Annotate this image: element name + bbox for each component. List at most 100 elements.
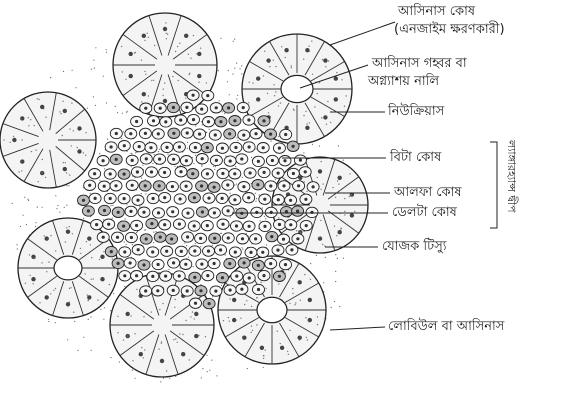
beta-cell-nucleus — [213, 211, 216, 214]
stipple-dot — [28, 200, 29, 201]
beta-cell-nucleus — [142, 211, 145, 214]
zymogen-granule — [147, 33, 148, 34]
zymogen-granule — [109, 284, 110, 285]
acinar-cell-nucleus — [318, 169, 322, 173]
stipple-dot — [103, 219, 104, 220]
acinar-cell-nucleus — [77, 126, 81, 130]
zymogen-granule — [277, 331, 278, 332]
zymogen-granule — [162, 95, 163, 96]
stipple-dot — [125, 218, 126, 219]
label-connective-tissue: যোজক টিস্যু — [382, 239, 447, 254]
zymogen-granule — [330, 122, 331, 123]
beta-cell-nucleus — [194, 302, 197, 305]
zymogen-granule — [66, 172, 67, 173]
stipple-dot — [24, 197, 25, 198]
zymogen-granule — [117, 316, 118, 317]
zymogen-granule — [280, 102, 281, 103]
beta-cell-nucleus — [284, 263, 287, 266]
zymogen-granule — [349, 173, 350, 174]
zymogen-granule — [69, 226, 70, 227]
beta-cell-nucleus — [304, 170, 307, 173]
alpha-cell-nucleus — [206, 146, 209, 149]
zymogen-granule — [250, 332, 251, 333]
zymogen-granule — [289, 303, 290, 304]
zymogen-granule — [351, 194, 352, 195]
stipple-dot — [339, 306, 340, 307]
zymogen-granule — [309, 51, 310, 52]
beta-cell-nucleus — [131, 184, 134, 187]
stipple-dot — [103, 319, 104, 320]
acinus — [0, 92, 96, 188]
beta-cell-nucleus — [249, 251, 252, 254]
zymogen-granule — [303, 115, 304, 116]
label-centroacinar: নিউক্রিয়াস — [388, 104, 444, 119]
zymogen-granule — [62, 101, 63, 102]
beta-cell-nucleus — [241, 237, 244, 240]
zymogen-granule — [173, 339, 174, 340]
stipple-dot — [83, 218, 84, 219]
zymogen-granule — [295, 302, 296, 303]
zymogen-granule — [122, 71, 123, 72]
zymogen-granule — [99, 259, 100, 260]
beta-cell-nucleus — [179, 170, 182, 173]
zymogen-granule — [251, 326, 252, 327]
zymogen-granule — [148, 95, 149, 96]
stipple-dot — [99, 180, 100, 181]
acinar-cell-nucleus — [298, 336, 302, 340]
stipple-dot — [264, 216, 265, 217]
stipple-dot — [206, 132, 207, 133]
zymogen-granule — [161, 341, 162, 342]
beta-cell-nucleus — [206, 94, 209, 97]
stipple-dot — [121, 138, 122, 139]
stipple-dot — [337, 258, 338, 259]
zymogen-granule — [28, 125, 29, 126]
zymogen-granule — [223, 320, 224, 321]
zymogen-granule — [123, 339, 124, 340]
stipple-dot — [63, 71, 64, 72]
zymogen-granule — [305, 317, 306, 318]
stipple-dot — [228, 70, 229, 71]
zymogen-granule — [34, 125, 35, 126]
label-acinar-lumen-sub: অগ্ন্যাশয় নালি — [368, 74, 439, 89]
acinar-cell-nucleus — [45, 295, 49, 299]
beta-cell-nucleus — [165, 250, 168, 253]
stipple-dot — [343, 160, 344, 161]
leader-lobule — [330, 327, 385, 330]
alpha-cell-nucleus — [292, 145, 295, 148]
zymogen-granule — [306, 337, 307, 338]
alpha-cell-nucleus — [144, 184, 147, 187]
beta-cell-nucleus — [114, 184, 117, 187]
stipple-dot — [195, 125, 196, 126]
beta-cell-nucleus — [299, 159, 302, 162]
zymogen-granule — [229, 298, 230, 299]
stipple-dot — [106, 49, 107, 50]
zymogen-granule — [327, 101, 328, 102]
beta-cell-nucleus — [172, 289, 175, 292]
stipple-dot — [195, 243, 196, 244]
zymogen-granule — [34, 258, 35, 259]
stipple-dot — [163, 378, 164, 379]
zymogen-granule — [77, 147, 78, 148]
stipple-dot — [200, 284, 201, 285]
stipple-dot — [110, 357, 111, 358]
beta-cell-nucleus — [186, 235, 189, 238]
beta-cell-nucleus — [240, 288, 243, 291]
zymogen-granule — [153, 80, 154, 81]
zymogen-granule — [244, 304, 245, 305]
stipple-dot — [227, 81, 228, 82]
stipple-dot — [77, 350, 78, 351]
zymogen-granule — [251, 306, 252, 307]
stipple-dot — [207, 355, 208, 356]
zymogen-granule — [25, 283, 26, 284]
beta-cell-nucleus — [172, 261, 175, 264]
stipple-dot — [338, 145, 339, 146]
zymogen-granule — [65, 241, 66, 242]
stipple-dot — [48, 319, 49, 320]
zymogen-granule — [151, 80, 152, 81]
beta-cell-nucleus — [278, 223, 281, 226]
stipple-dot — [234, 39, 235, 40]
zymogen-granule — [292, 293, 293, 294]
zymogen-granule — [33, 283, 34, 284]
acinar-cell-nucleus — [197, 74, 201, 78]
